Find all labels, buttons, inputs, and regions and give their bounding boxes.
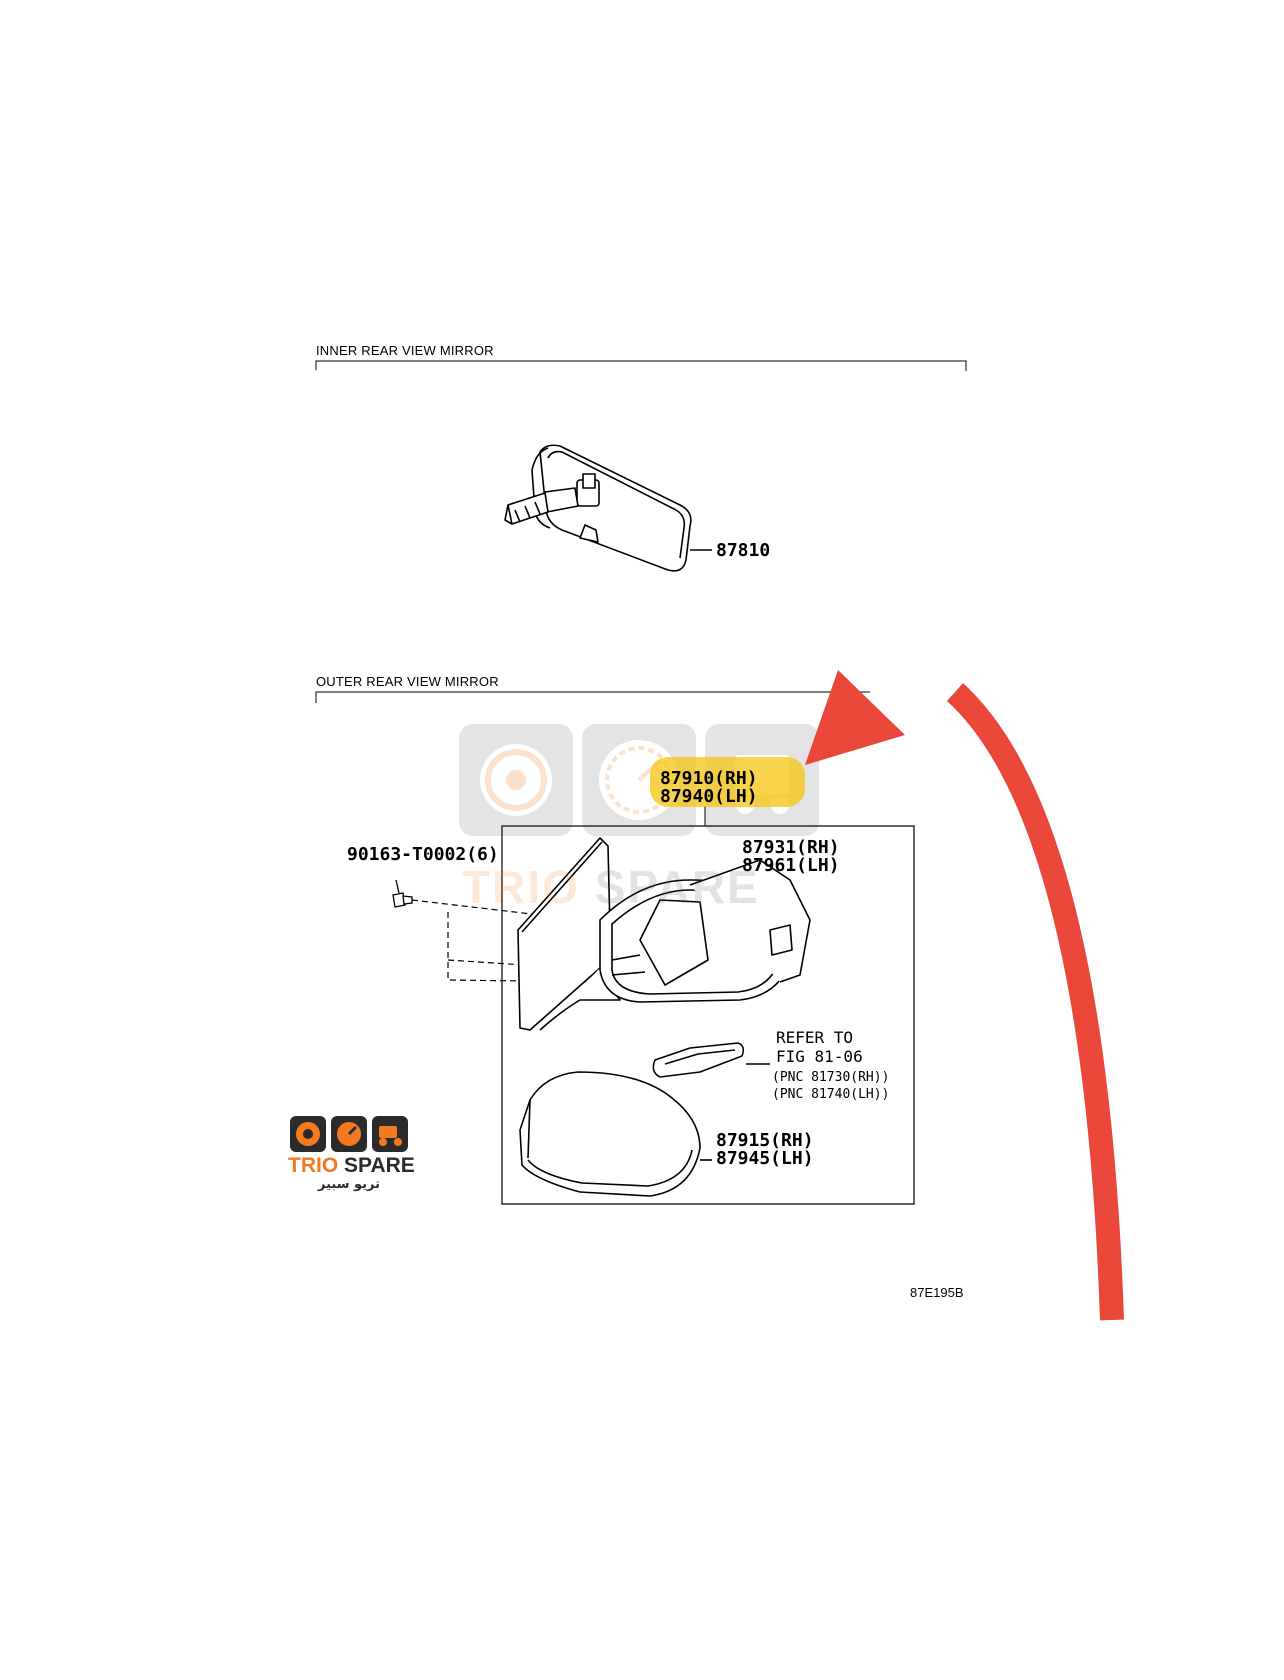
watermark-trio: TRIO [462, 861, 580, 913]
inner-mirror-drawing [504, 444, 712, 572]
refer-to-line1: REFER TO [776, 1028, 854, 1047]
figure-code: 87E195B [910, 1285, 964, 1300]
part-label-87931-rh: 87931(RH) [742, 837, 840, 858]
part-label-87961-lh: 87961(LH) [742, 855, 840, 876]
screw-dashed-leaders [411, 899, 601, 983]
pnc-lh: (PNC 81740(LH)) [772, 1087, 890, 1102]
inner-section-title: INNER REAR VIEW MIRROR [316, 343, 494, 358]
watermark-text: TRIO SPARE [462, 860, 760, 914]
part-label-87915-rh: 87915(RH) [716, 1130, 814, 1151]
watermark-spare: SPARE [594, 861, 760, 913]
part-label-87945-lh: 87945(LH) [716, 1148, 814, 1169]
mirror-cap-drawing [519, 1071, 712, 1197]
part-label-87940-lh: 87940(LH) [660, 786, 758, 807]
annotation-arrowhead [805, 670, 905, 765]
brand-logo-icons [290, 1116, 408, 1152]
outer-section-bracket [315, 691, 870, 703]
turn-signal-drawing [652, 1042, 770, 1078]
outer-mirror-drawing [517, 837, 811, 1031]
brand-name: TRIO SPARE [288, 1154, 415, 1178]
annotation-arrow-shaft [946, 683, 1124, 1321]
screw-drawing [392, 879, 413, 908]
part-highlight [650, 757, 805, 807]
brand-spare: SPARE [344, 1154, 415, 1177]
part-label-87910-rh: 87910(RH) [660, 768, 758, 789]
brand-arabic: تريو سبير [318, 1177, 381, 1192]
part-label-87810: 87810 [716, 540, 771, 561]
inner-section-bracket [315, 360, 967, 371]
outer-section-title: OUTER REAR VIEW MIRROR [316, 674, 499, 689]
part-label-screw: 90163-T0002(6) [347, 844, 499, 865]
assembly-frame [501, 825, 915, 1205]
brand-trio: TRIO [288, 1154, 339, 1177]
refer-to-line2: FIG 81-06 [776, 1047, 863, 1066]
pnc-rh: (PNC 81730(RH)) [772, 1070, 890, 1085]
